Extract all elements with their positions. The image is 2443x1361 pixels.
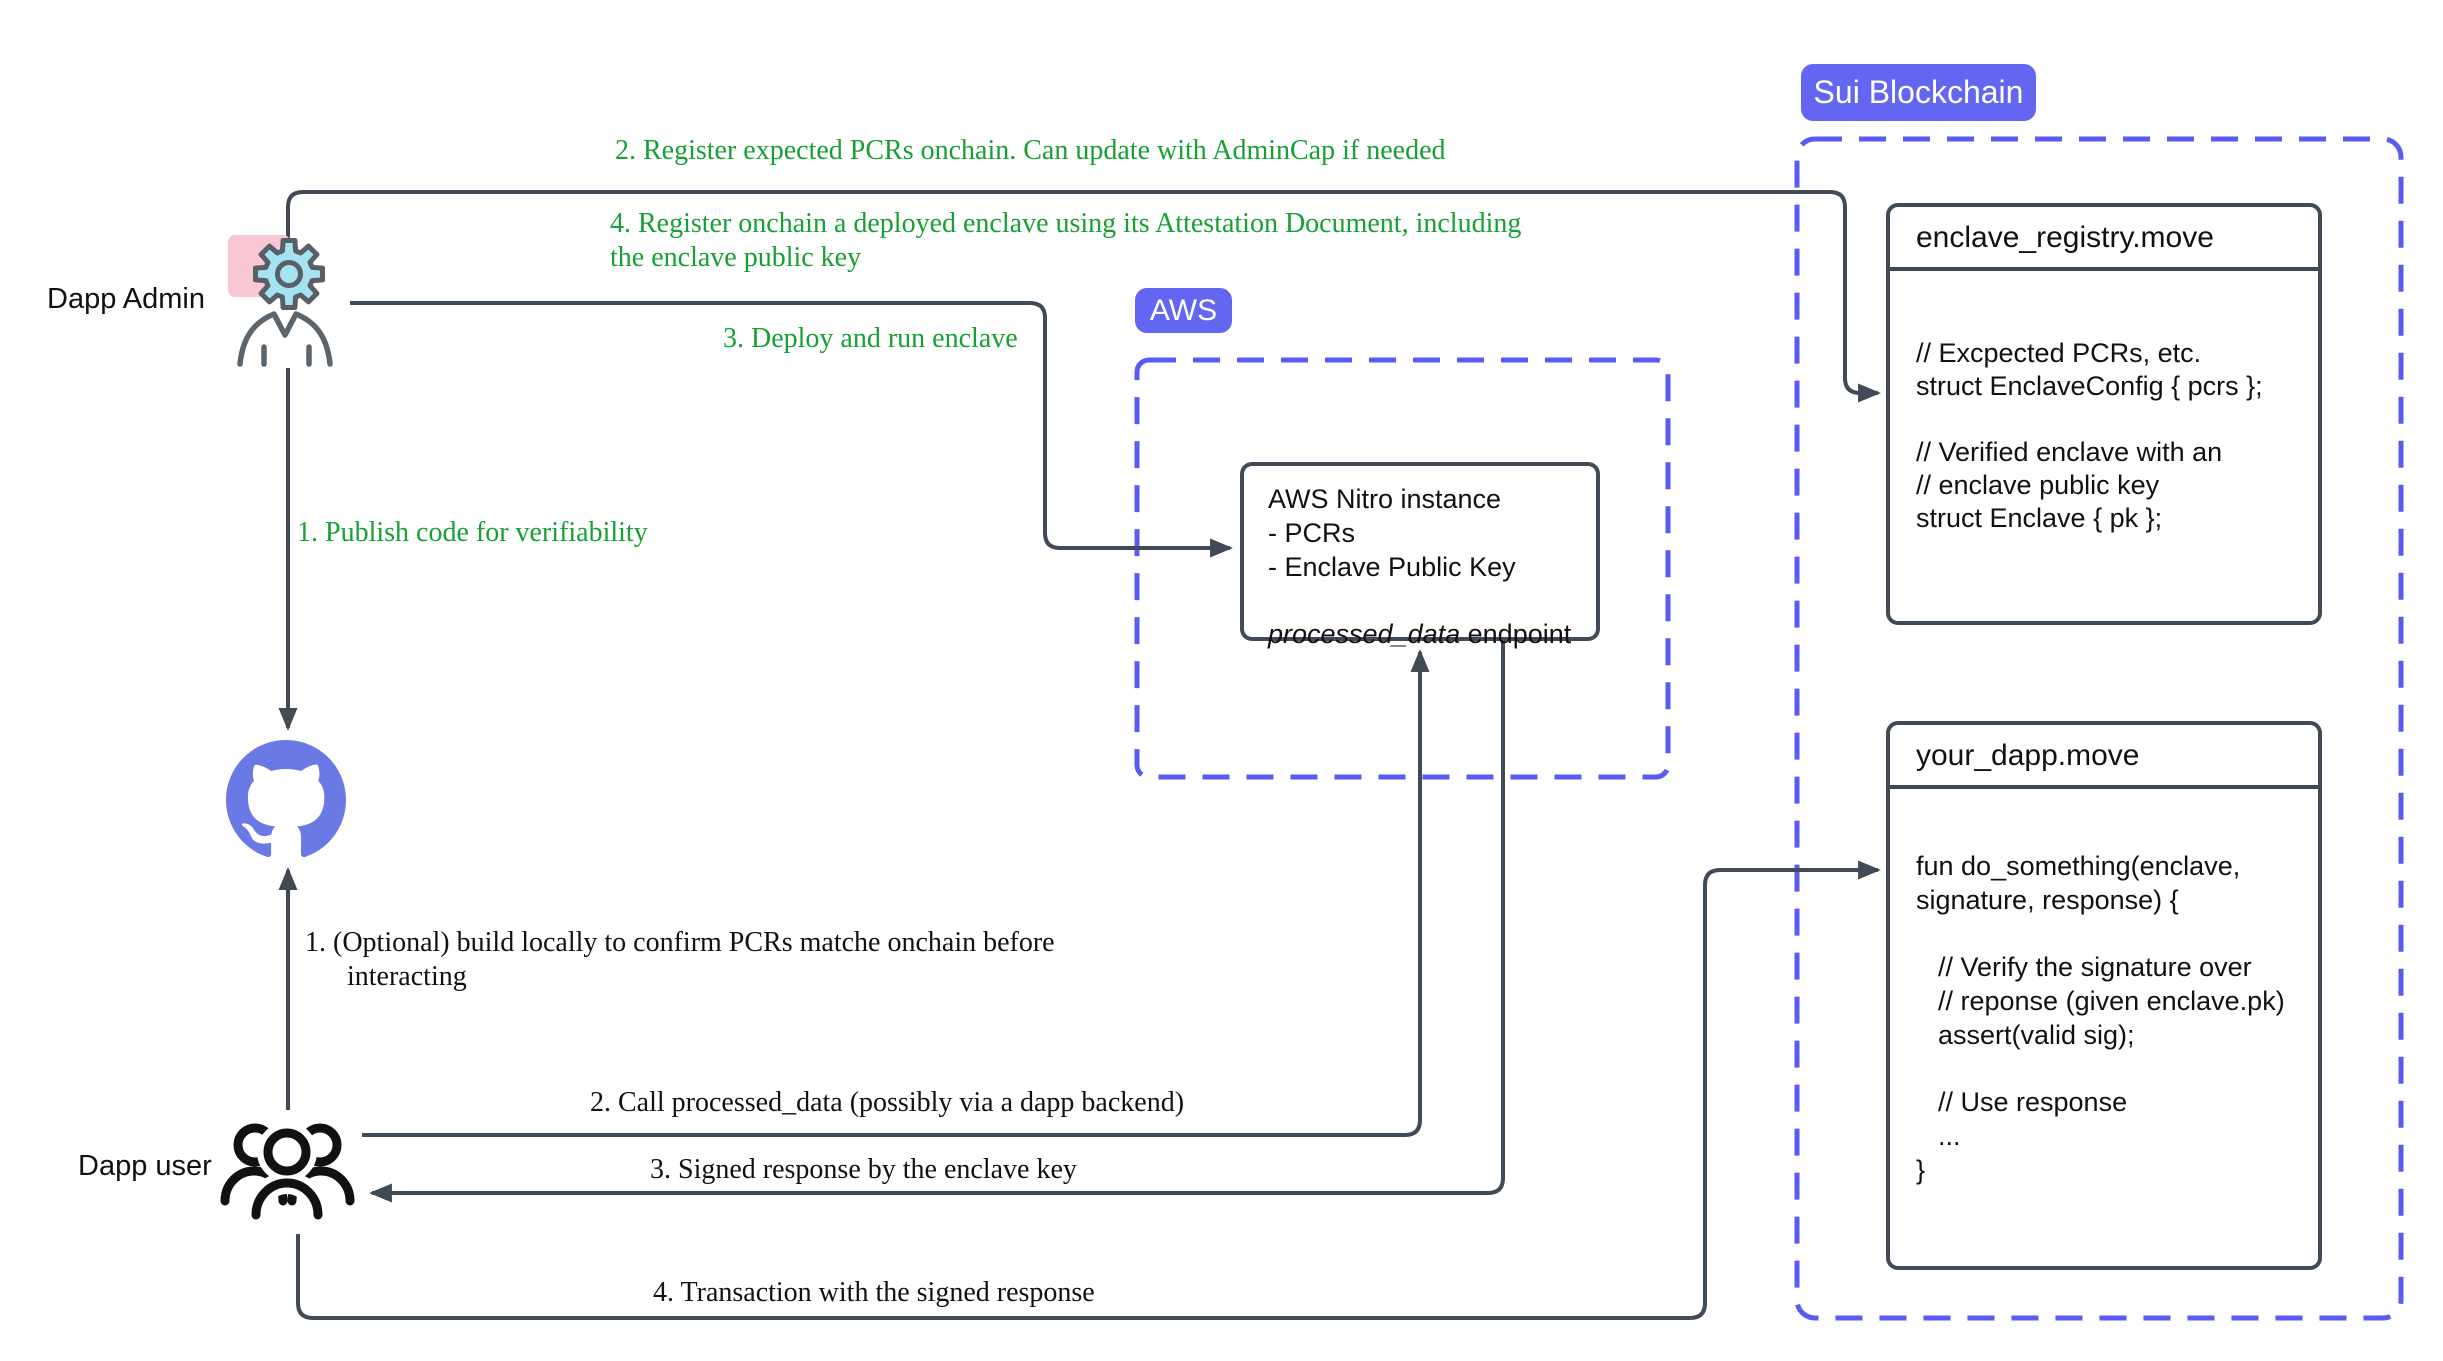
registry-code-line: // Verified enclave with an — [1916, 437, 2223, 467]
enclave-registry-title: enclave_registry.move — [1890, 207, 2318, 271]
arrow-nitro-to-user — [369, 641, 1505, 1203]
your-dapp-box: your_dapp.move fun do_something(enclave,… — [1886, 721, 2322, 1270]
registry-code-line: // Excpected PCRs, etc. — [1916, 338, 2202, 368]
arrow-admin-to-nitro — [350, 301, 1233, 558]
person-shoulders-shape — [237, 311, 333, 367]
dapp-code-line: ... — [1938, 1121, 1961, 1151]
dapp-code-line: assert(valid sig); — [1938, 1020, 2135, 1050]
dapp-code-line: fun do_something(enclave, — [1916, 851, 2241, 881]
nitro-endpoint-line: processed_data endpoint — [1268, 617, 1584, 651]
annotation-build-locally: 1. (Optional) build locally to confirm P… — [305, 927, 1055, 992]
annotation-transaction: 4. Transaction with the signed response — [653, 1277, 1095, 1308]
sui-blockchain-badge: Sui Blockchain — [1801, 64, 2036, 121]
dapp-code-line: // reponse (given enclave.pk) — [1938, 986, 2285, 1016]
dapp-user-label: Dapp user — [78, 1150, 212, 1182]
dapp-code-line: } — [1916, 1155, 1926, 1185]
registry-code-line: struct EnclaveConfig { pcrs }; — [1916, 371, 2263, 401]
nitro-endpoint-rest: endpoint — [1460, 619, 1572, 649]
dapp-admin-label: Dapp Admin — [47, 283, 205, 315]
user-group-icon — [220, 1122, 355, 1226]
sui-dashed-region — [1794, 136, 2404, 1321]
annotation-publish-code: 1. Publish code for verifiability — [297, 517, 648, 548]
annotation-register-enclave: 4. Register onchain a deployed enclave u… — [610, 208, 1522, 273]
gear-icon — [253, 238, 325, 310]
aws-dashed-region — [1134, 357, 1671, 780]
nitro-enclave-key: - Enclave Public Key — [1268, 552, 1516, 582]
nitro-title: AWS Nitro instance — [1268, 484, 1502, 514]
annotation-register-pcrs: 2. Register expected PCRs onchain. Can u… — [615, 135, 1446, 166]
admin-gear-person-icon — [228, 235, 333, 367]
sui-blockchain-label: Sui Blockchain — [1813, 74, 2024, 110]
enclave-registry-box: enclave_registry.move // Excpected PCRs,… — [1886, 203, 2322, 625]
dapp-code-line: // Use response — [1938, 1087, 2128, 1117]
annotation-call-endpoint: 2. Call processed_data (possibly via a d… — [590, 1087, 1185, 1118]
nitro-pcrs: - PCRs — [1268, 518, 1355, 548]
aws-badge: AWS — [1135, 288, 1232, 333]
arrow-user-to-dapp — [296, 860, 1881, 1320]
registry-code-line: // enclave public key — [1916, 470, 2160, 500]
registry-code-line: struct Enclave { pk }; — [1916, 503, 2163, 533]
shirt-seam-lines — [261, 344, 312, 367]
github-icon — [226, 740, 346, 858]
nitro-endpoint-name: processed_data — [1268, 619, 1461, 649]
annotation-signed-response: 3. Signed response by the enclave key — [650, 1154, 1077, 1185]
arrow-admin-to-registry — [286, 190, 1881, 403]
dapp-code-line: // Verify the signature over — [1938, 952, 2252, 982]
your-dapp-title: your_dapp.move — [1890, 725, 2318, 789]
aws-nitro-instance-box: AWS Nitro instance - PCRs - Enclave Publ… — [1240, 462, 1600, 649]
annotation-deploy-enclave: 3. Deploy and run enclave — [723, 323, 1018, 354]
aws-label: AWS — [1149, 293, 1218, 327]
arrow-user-to-nitro — [362, 649, 1430, 1137]
dapp-code-line: signature, response) { — [1916, 885, 2179, 915]
